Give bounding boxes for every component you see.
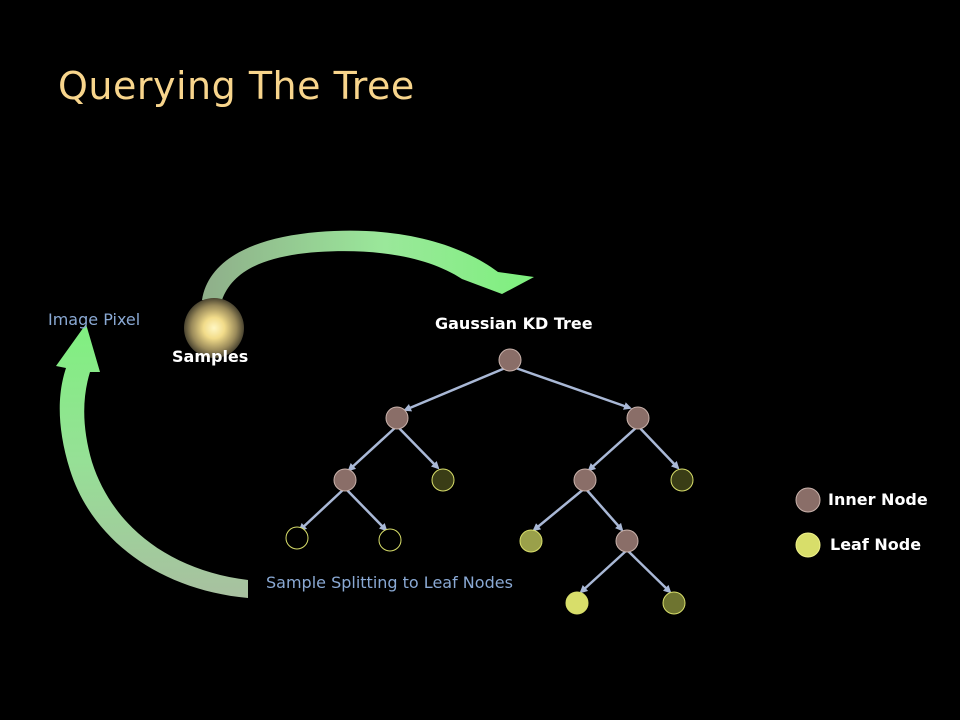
legend-leaf-swatch [795, 532, 821, 558]
leaf-node-3 [285, 526, 309, 550]
legend-inner-swatch [795, 487, 821, 513]
slide-title: Querying The Tree [58, 64, 415, 108]
inner-node-l2-a [333, 468, 357, 492]
inner-node-l2-c [573, 468, 597, 492]
to-tree-arrow [202, 230, 534, 300]
to-pixel-arrow [56, 324, 248, 598]
leaf-node-2 [670, 468, 694, 492]
inner-node-root [498, 348, 522, 372]
samples-label: Samples [172, 347, 249, 366]
leaf-node-7 [662, 591, 686, 615]
glowing-orb-icon [184, 298, 244, 358]
legend-inner-label: Inner Node [828, 490, 928, 509]
inner-node-l3-d [615, 529, 639, 553]
image-pixel-label: Image Pixel [48, 310, 141, 329]
leaf-nodes [285, 468, 694, 615]
inner-node-l1-right [626, 406, 650, 430]
leaf-node-5 [519, 529, 543, 553]
leaf-node-1 [431, 468, 455, 492]
inner-node-l1-left [385, 406, 409, 430]
leaf-node-6 [565, 591, 589, 615]
tree-title-label: Gaussian KD Tree [435, 314, 593, 333]
splitting-label: Sample Splitting to Leaf Nodes [266, 573, 513, 592]
legend-leaf-label: Leaf Node [830, 535, 922, 554]
leaf-node-4 [378, 528, 402, 552]
tree-edges [298, 364, 680, 594]
inner-nodes [333, 348, 650, 553]
